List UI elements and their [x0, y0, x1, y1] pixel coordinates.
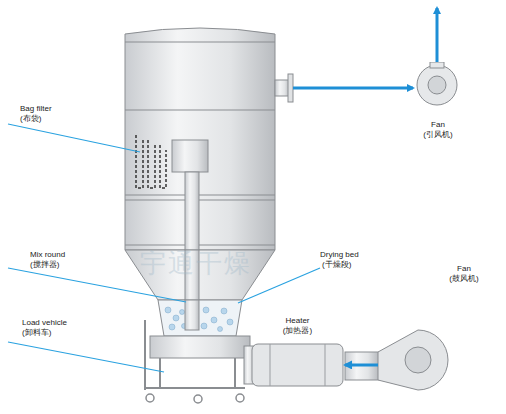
part-label: (布袋)	[20, 114, 41, 124]
part-label: Drying bed	[320, 250, 359, 260]
airflow-arrow	[345, 363, 378, 366]
blower-fan: Fan(鼓风机)	[378, 262, 488, 402]
heater-unit: Heater(加热器)	[250, 316, 345, 388]
part-label: (干燥段)	[322, 260, 351, 270]
part-label: Bag filter	[20, 104, 52, 114]
node-title: Fan	[412, 120, 464, 130]
node-subtitle: (鼓风机)	[440, 274, 488, 284]
part-label: Mix round	[30, 250, 65, 260]
exhaust-fan: Fan(引风机)	[412, 62, 464, 148]
part-label: (搅拌器)	[30, 260, 59, 270]
node-title: Fan	[440, 264, 488, 274]
part-label: (卸料车)	[22, 328, 51, 338]
part-label: Load vehicle	[22, 318, 67, 328]
node-subtitle: (引风机)	[412, 130, 464, 140]
watermark: 宇通干燥	[140, 248, 252, 278]
node-title: Heater	[250, 316, 345, 326]
node-subtitle: (加热器)	[250, 326, 345, 336]
